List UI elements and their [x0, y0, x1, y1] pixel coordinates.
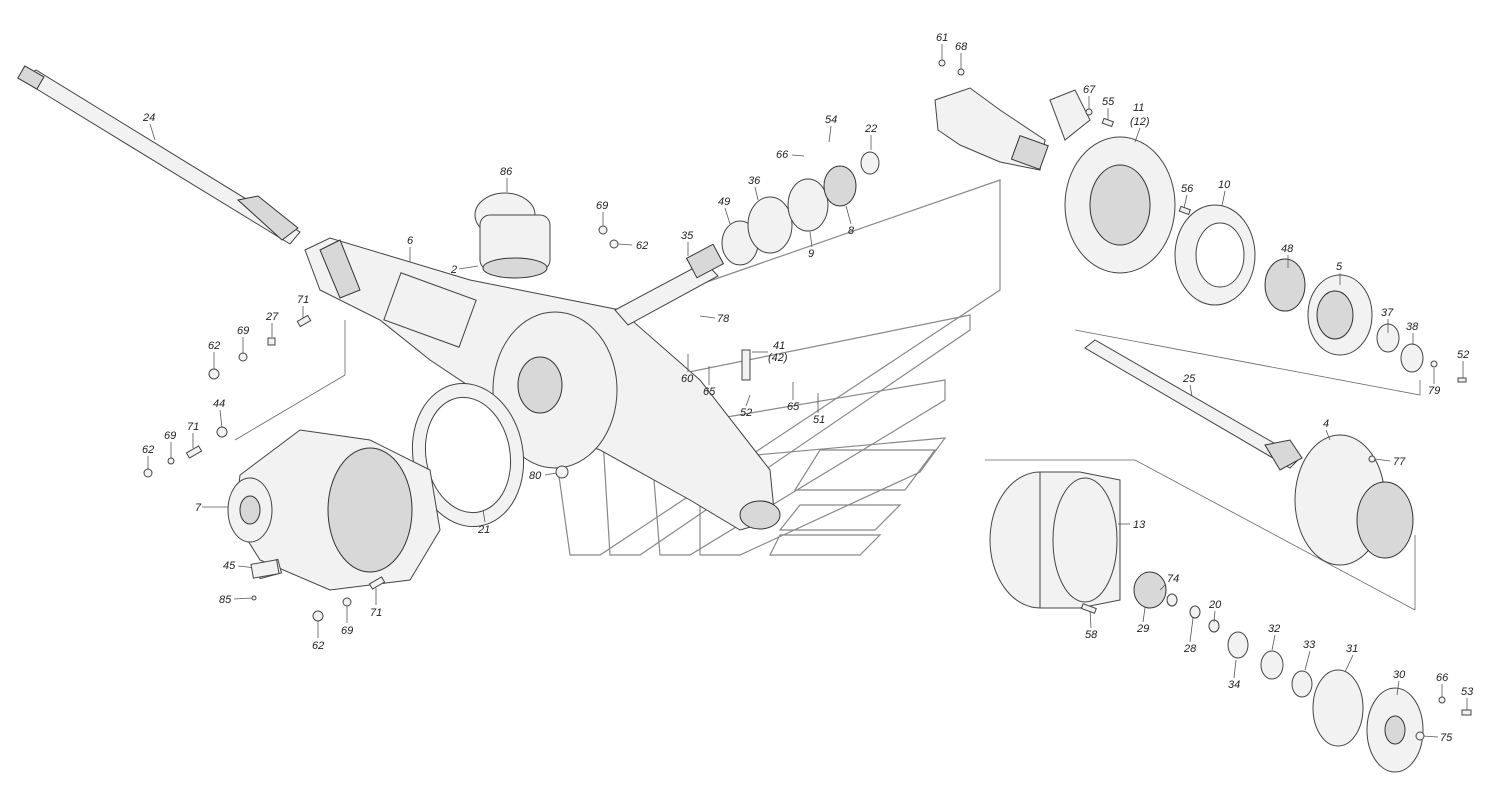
- callout-68: 68: [955, 41, 968, 53]
- planetary-carrier-4: [1294, 434, 1414, 566]
- callout-62b: 62: [208, 340, 220, 352]
- callout-38: 38: [1406, 321, 1419, 333]
- hub-10: [1174, 204, 1424, 373]
- callout-69d: 69: [341, 625, 353, 637]
- planetary-gear-parts: [1133, 571, 1424, 773]
- callout-20: 20: [1208, 599, 1222, 611]
- callout-11: 11: [1133, 102, 1144, 114]
- callout-28: 28: [1183, 643, 1197, 655]
- callout-32: 32: [1268, 623, 1280, 635]
- axle-shaft-25: [1084, 339, 1303, 471]
- callout-75: 75: [1440, 732, 1453, 744]
- callout-69c: 69: [164, 430, 176, 442]
- assembly-lines: [234, 320, 1421, 611]
- callout-29: 29: [1136, 623, 1149, 635]
- callout-21: 21: [477, 524, 490, 536]
- callout-71c: 71: [370, 607, 382, 619]
- callout-24: 24: [142, 112, 155, 124]
- callout-30: 30: [1393, 669, 1406, 681]
- callout-62a: 62: [636, 240, 648, 252]
- callout-67: 67: [1083, 84, 1096, 96]
- callout-8: 8: [848, 225, 855, 237]
- callout-69a: 69: [596, 200, 608, 212]
- callout-65b: 65: [787, 401, 800, 413]
- brake-assembly-11: [1049, 89, 1176, 274]
- callout-41: 41: [773, 340, 785, 352]
- callout-37: 37: [1381, 307, 1394, 319]
- callout-86: 86: [500, 166, 513, 178]
- callout-4: 4: [1323, 418, 1329, 430]
- callout-35: 35: [681, 230, 694, 242]
- callout-33: 33: [1303, 639, 1316, 651]
- callout-52a: 52: [740, 407, 752, 419]
- callout-66a: 66: [776, 149, 789, 161]
- callout-2: 2: [450, 264, 457, 276]
- callout-51: 51: [813, 414, 825, 426]
- callout-6: 6: [407, 235, 414, 247]
- callout-71a: 71: [297, 294, 309, 306]
- callout-13: 13: [1133, 519, 1146, 531]
- steering-knuckle: [934, 87, 1049, 171]
- final-drive-7: [227, 429, 441, 591]
- brake-drum-13: [989, 471, 1121, 609]
- callout-36: 36: [748, 175, 761, 187]
- callout-31: 31: [1346, 643, 1358, 655]
- callout-7: 7: [195, 502, 202, 514]
- axle-shaft-24: [17, 65, 301, 245]
- axle-housing-6: [304, 237, 781, 531]
- callout-78: 78: [717, 313, 730, 325]
- callout-77: 77: [1393, 456, 1406, 468]
- callout-55: 55: [1102, 96, 1115, 108]
- callouts: 24 6 86 2 69 62 35 49 36 66 54 22 9 8 78…: [142, 32, 1474, 744]
- callout-62c: 62: [142, 444, 154, 456]
- callout-54: 54: [825, 114, 837, 126]
- callout-58: 58: [1085, 629, 1098, 641]
- callout-56: 56: [1181, 183, 1194, 195]
- callout-12: (12): [1130, 116, 1150, 128]
- callout-49: 49: [718, 196, 730, 208]
- callout-45: 45: [223, 560, 236, 572]
- callout-52b: 52: [1457, 349, 1469, 361]
- callout-42: (42): [768, 352, 788, 364]
- callout-48: 48: [1281, 243, 1294, 255]
- callout-34: 34: [1228, 679, 1240, 691]
- callout-27: 27: [265, 311, 279, 323]
- pinion-shaft-35: [614, 151, 880, 326]
- watermark-logo: [539, 179, 1001, 556]
- callout-66b: 66: [1436, 672, 1449, 684]
- callout-44: 44: [213, 398, 225, 410]
- callout-9: 9: [808, 248, 814, 260]
- callout-10: 10: [1218, 179, 1231, 191]
- fasteners: [143, 59, 1472, 741]
- callout-65a: 65: [703, 386, 716, 398]
- callout-25: 25: [1182, 373, 1196, 385]
- callout-69b: 69: [237, 325, 249, 337]
- callout-61: 61: [936, 32, 948, 44]
- callout-80: 80: [529, 470, 542, 482]
- brake-chamber-86: [474, 192, 551, 279]
- callout-62d: 62: [312, 640, 324, 652]
- callout-74: 74: [1167, 573, 1179, 585]
- callout-5: 5: [1336, 261, 1343, 273]
- callout-53: 53: [1461, 686, 1474, 698]
- callout-22: 22: [864, 123, 877, 135]
- gasket-21: [411, 382, 525, 528]
- callout-85: 85: [219, 594, 232, 606]
- callout-79: 79: [1428, 385, 1440, 397]
- callout-60: 60: [681, 373, 694, 385]
- callout-71b: 71: [187, 421, 199, 433]
